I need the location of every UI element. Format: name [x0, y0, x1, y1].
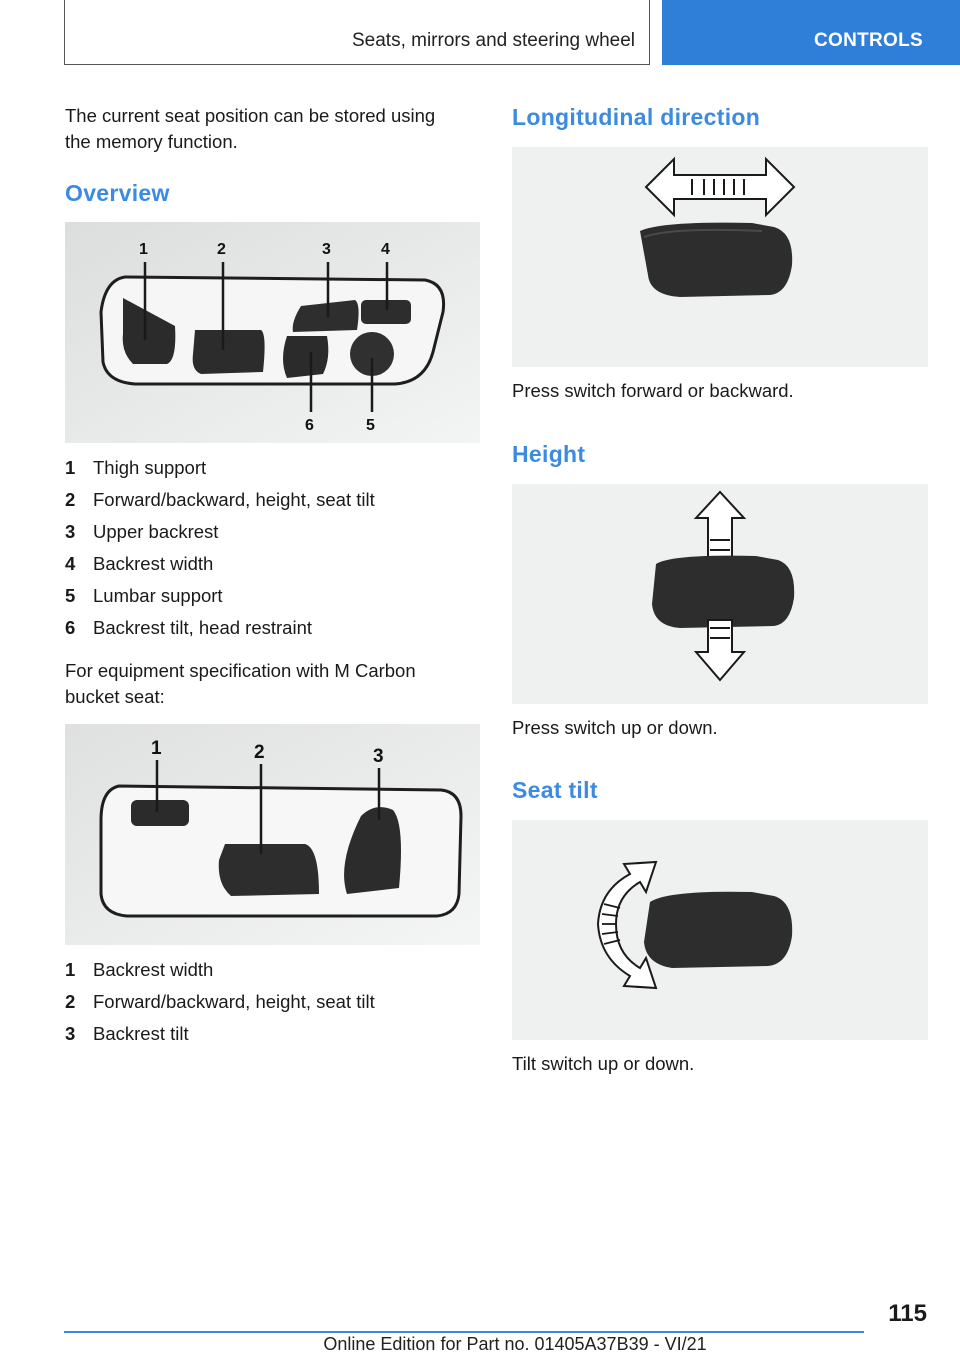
- figure1-label-5: 5: [366, 417, 375, 434]
- figure1-label-4: 4: [381, 241, 390, 258]
- figure1-label-1: 1: [139, 241, 148, 258]
- figure1-label-6: 6: [305, 417, 314, 434]
- seat-tilt-heading: Seat tilt: [512, 777, 598, 803]
- height-heading: Height: [512, 441, 586, 467]
- figure2-label-2: 2: [254, 742, 265, 763]
- header-section-box: Seats, mirrors and steering wheel: [64, 0, 650, 65]
- height-switch-figure: [512, 484, 928, 704]
- seat-tilt-caption: Tilt switch up or down.: [512, 1053, 695, 1074]
- figure1-label-2: 2: [217, 241, 226, 258]
- seat-tilt-switch-figure: [512, 820, 928, 1040]
- longitudinal-switch-figure: [512, 147, 928, 367]
- controls-tab-label: CONTROLS: [814, 30, 924, 51]
- overview-heading: Overview: [65, 180, 170, 206]
- height-caption: Press switch up or down.: [512, 717, 718, 738]
- intro-paragraph: The current seat position can be stored …: [65, 105, 436, 152]
- longitudinal-heading: Longitudinal direction: [512, 104, 761, 130]
- page-number: 115: [888, 1300, 927, 1327]
- section-title: Seats, mirrors and steering wheel: [351, 30, 635, 51]
- controls-tab[interactable]: CONTROLS: [662, 0, 960, 65]
- carbon-seat-note: For equipment specification with M Carbo…: [65, 660, 416, 707]
- figure2-label-3: 3: [373, 746, 384, 767]
- figure1-label-3: 3: [322, 241, 331, 258]
- carbon-seat-controls-figure: 1 2 3: [65, 724, 480, 945]
- edition-footer: Online Edition for Part no. 01405A37B39 …: [323, 1334, 707, 1354]
- figure2-label-1: 1: [151, 738, 162, 759]
- seat-controls-figure: 1 2 3 4 6 5: [65, 222, 480, 443]
- longitudinal-caption: Press switch forward or backward.: [512, 380, 794, 401]
- footer-divider: [64, 1331, 864, 1333]
